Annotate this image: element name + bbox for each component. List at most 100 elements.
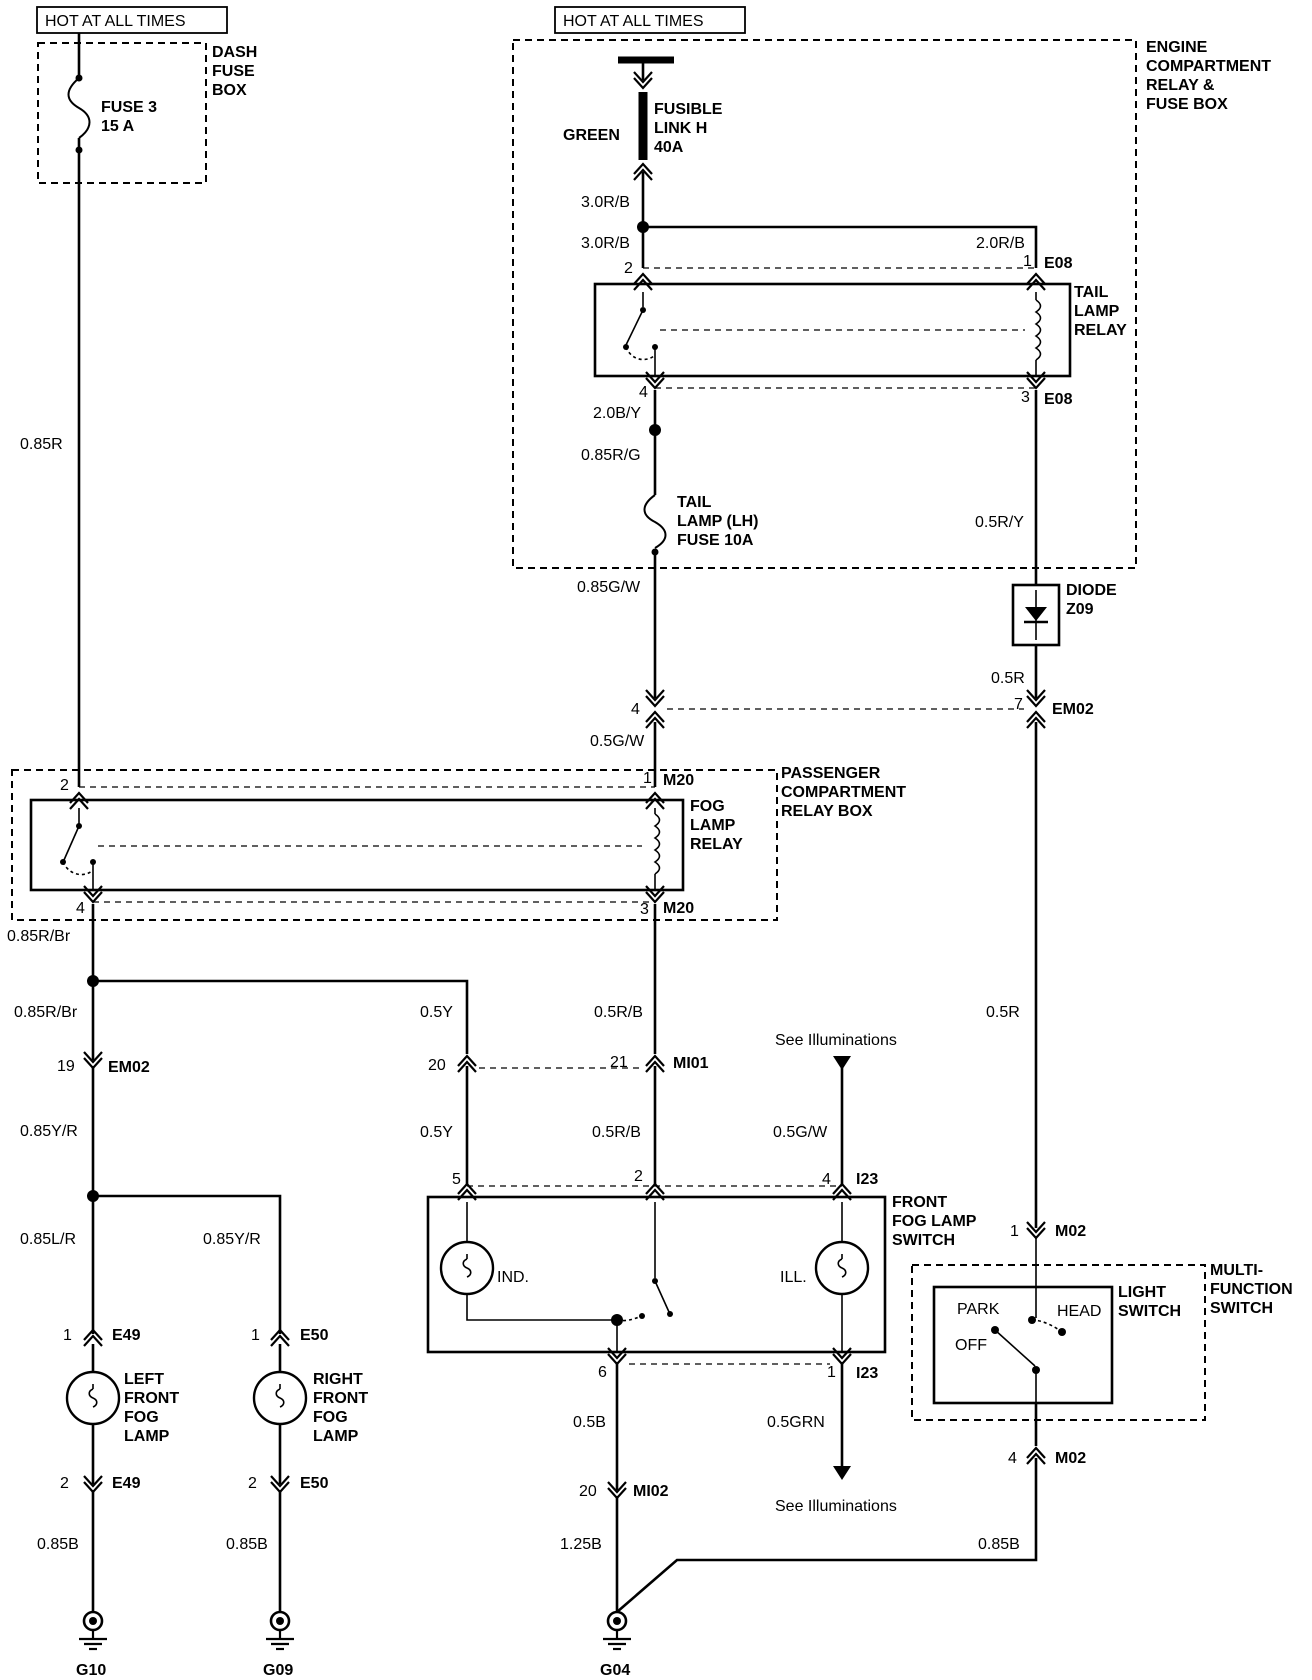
svg-text:HOT AT ALL TIMES: HOT AT ALL TIMES bbox=[45, 13, 186, 30]
svg-text:FUSE BOX: FUSE BOX bbox=[1146, 96, 1228, 113]
svg-text:ENGINE: ENGINE bbox=[1146, 39, 1208, 56]
svg-text:LAMP: LAMP bbox=[124, 1428, 170, 1445]
svg-text:15 A: 15 A bbox=[101, 118, 135, 135]
svg-text:E08: E08 bbox=[1044, 391, 1073, 408]
dash-fuse-box: DASH FUSE BOX bbox=[37, 42, 257, 184]
svg-text:RELAY: RELAY bbox=[1074, 322, 1127, 339]
svg-text:MULTI-: MULTI- bbox=[1210, 1262, 1263, 1279]
svg-text:FRONT: FRONT bbox=[124, 1390, 179, 1407]
svg-text:5: 5 bbox=[452, 1171, 461, 1188]
see-illuminations-bottom: See Illuminations bbox=[775, 1498, 897, 1515]
svg-text:2: 2 bbox=[248, 1475, 257, 1492]
svg-text:E49: E49 bbox=[112, 1327, 141, 1344]
svg-text:LAMP: LAMP bbox=[690, 817, 736, 834]
see-illuminations-top: See Illuminations 0.5G/W bbox=[773, 1032, 897, 1186]
park-label: PARK bbox=[957, 1301, 1000, 1318]
label-0-85rbr-b: 0.85R/Br bbox=[14, 1004, 78, 1021]
svg-text:SWITCH: SWITCH bbox=[1210, 1300, 1273, 1317]
right-front-fog-lamp: 1 E50 RIGHT FRONT FOG LAMP 2 E50 bbox=[248, 1327, 368, 1494]
label-0-5r-b: 0.5R bbox=[986, 1004, 1020, 1021]
svg-text:M02: M02 bbox=[1055, 1223, 1086, 1240]
svg-text:E50: E50 bbox=[300, 1475, 329, 1492]
svg-text:PASSENGER: PASSENGER bbox=[781, 765, 881, 782]
label-0-5y-b: 0.5Y bbox=[420, 1124, 453, 1141]
label-0-85b-b: 0.85B bbox=[226, 1536, 268, 1553]
svg-text:LINK H: LINK H bbox=[654, 120, 707, 137]
hot-at-all-times-right: HOT AT ALL TIMES bbox=[554, 6, 746, 34]
svg-text:FRONT: FRONT bbox=[892, 1194, 947, 1211]
connector-em02-19: 19 EM02 bbox=[57, 1050, 150, 1076]
wire-0-5y-a bbox=[93, 979, 469, 1054]
svg-text:4: 4 bbox=[76, 900, 85, 917]
ground-g10: G10 bbox=[76, 1610, 109, 1679]
svg-text:LAMP: LAMP bbox=[1074, 303, 1120, 320]
label-0-5gw-b: 0.5G/W bbox=[773, 1124, 828, 1141]
svg-text:1: 1 bbox=[63, 1327, 72, 1344]
splice-2-0by bbox=[649, 424, 661, 436]
hot-at-all-times-left: HOT AT ALL TIMES bbox=[36, 6, 228, 34]
svg-text:DIODE: DIODE bbox=[1066, 582, 1117, 599]
label-0-5gw: 0.5G/W bbox=[590, 733, 645, 750]
connector-mi01: 20 21 MI01 bbox=[428, 1054, 709, 1074]
front-fog-lamp-switch: IND. ILL. FRONT FOG LAMP SWITCH 5 2 4 I2… bbox=[426, 1168, 977, 1382]
svg-text:RELAY: RELAY bbox=[690, 836, 743, 853]
svg-text:1: 1 bbox=[1023, 253, 1032, 270]
svg-text:COMPARTMENT: COMPARTMENT bbox=[1146, 58, 1271, 75]
svg-text:FOG LAMP: FOG LAMP bbox=[892, 1213, 977, 1230]
ill-label: ILL. bbox=[780, 1269, 807, 1286]
label-0-5b: 0.5B bbox=[573, 1414, 606, 1431]
svg-text:1: 1 bbox=[827, 1364, 836, 1381]
label-0-85rbr-a: 0.85R/Br bbox=[7, 928, 71, 945]
wire-0-85yr-b bbox=[93, 1194, 282, 1334]
svg-text:E50: E50 bbox=[300, 1327, 329, 1344]
svg-text:FOG: FOG bbox=[124, 1409, 159, 1426]
label-2-0rb: 2.0R/B bbox=[976, 235, 1025, 252]
svg-text:1: 1 bbox=[251, 1327, 260, 1344]
connector-em02-top: 4 7 EM02 bbox=[631, 688, 1094, 730]
svg-text:FUSE: FUSE bbox=[212, 63, 255, 80]
svg-text:3: 3 bbox=[1021, 389, 1030, 406]
svg-text:COMPARTMENT: COMPARTMENT bbox=[781, 784, 906, 801]
svg-text:LIGHT: LIGHT bbox=[1118, 1284, 1166, 1301]
multi-function-switch: 1 M02 PARK HEAD OFF LIGHT SWITCH MULTI- … bbox=[911, 1220, 1293, 1467]
svg-text:G09: G09 bbox=[263, 1662, 293, 1679]
label-0-85b-a: 0.85B bbox=[37, 1536, 79, 1553]
connector-mi02: 20 MI02 bbox=[579, 1480, 669, 1500]
svg-text:7: 7 bbox=[1014, 696, 1023, 713]
label-0-85rg: 0.85R/G bbox=[581, 447, 641, 464]
svg-text:4: 4 bbox=[822, 1171, 831, 1188]
svg-text:21: 21 bbox=[610, 1054, 628, 1071]
svg-text:G04: G04 bbox=[600, 1662, 630, 1679]
svg-text:FUSIBLE: FUSIBLE bbox=[654, 101, 723, 118]
svg-text:G10: G10 bbox=[76, 1662, 106, 1679]
label-3-0rb-a: 3.0R/B bbox=[581, 194, 630, 211]
svg-text:GREEN: GREEN bbox=[563, 127, 620, 144]
svg-text:1: 1 bbox=[643, 770, 652, 787]
svg-text:6: 6 bbox=[598, 1364, 607, 1381]
fuse-3: FUSE 3 15 A bbox=[67, 33, 157, 154]
diode-z09: DIODE Z09 bbox=[1011, 582, 1117, 647]
svg-text:EM02: EM02 bbox=[1052, 701, 1094, 718]
svg-text:E49: E49 bbox=[112, 1475, 141, 1492]
svg-text:Z09: Z09 bbox=[1066, 601, 1094, 618]
label-0-5rb-a: 0.5R/B bbox=[594, 1004, 643, 1021]
svg-text:I23: I23 bbox=[856, 1171, 878, 1188]
svg-text:M20: M20 bbox=[663, 900, 694, 917]
tail-lamp-fuse: TAIL LAMP (LH) FUSE 10A bbox=[643, 494, 758, 556]
svg-text:RELAY &: RELAY & bbox=[1146, 77, 1215, 94]
svg-text:FOG: FOG bbox=[313, 1409, 348, 1426]
svg-text:FUSE 10A: FUSE 10A bbox=[677, 532, 754, 549]
svg-text:SWITCH: SWITCH bbox=[892, 1232, 955, 1249]
svg-text:TAIL: TAIL bbox=[1074, 284, 1109, 301]
svg-text:E08: E08 bbox=[1044, 255, 1073, 272]
svg-text:HOT AT ALL TIMES: HOT AT ALL TIMES bbox=[563, 13, 704, 30]
svg-text:DASH: DASH bbox=[212, 44, 257, 61]
svg-text:RELAY BOX: RELAY BOX bbox=[781, 803, 873, 820]
label-0-5rb-b: 0.5R/B bbox=[592, 1124, 641, 1141]
svg-text:M20: M20 bbox=[663, 772, 694, 789]
ind-label: IND. bbox=[497, 1269, 529, 1286]
wire-0-85b-ground bbox=[616, 1458, 1038, 1613]
fog-lamp-relay: FOG LAMP RELAY 2 1 M20 4 3 M20 bbox=[29, 770, 743, 918]
